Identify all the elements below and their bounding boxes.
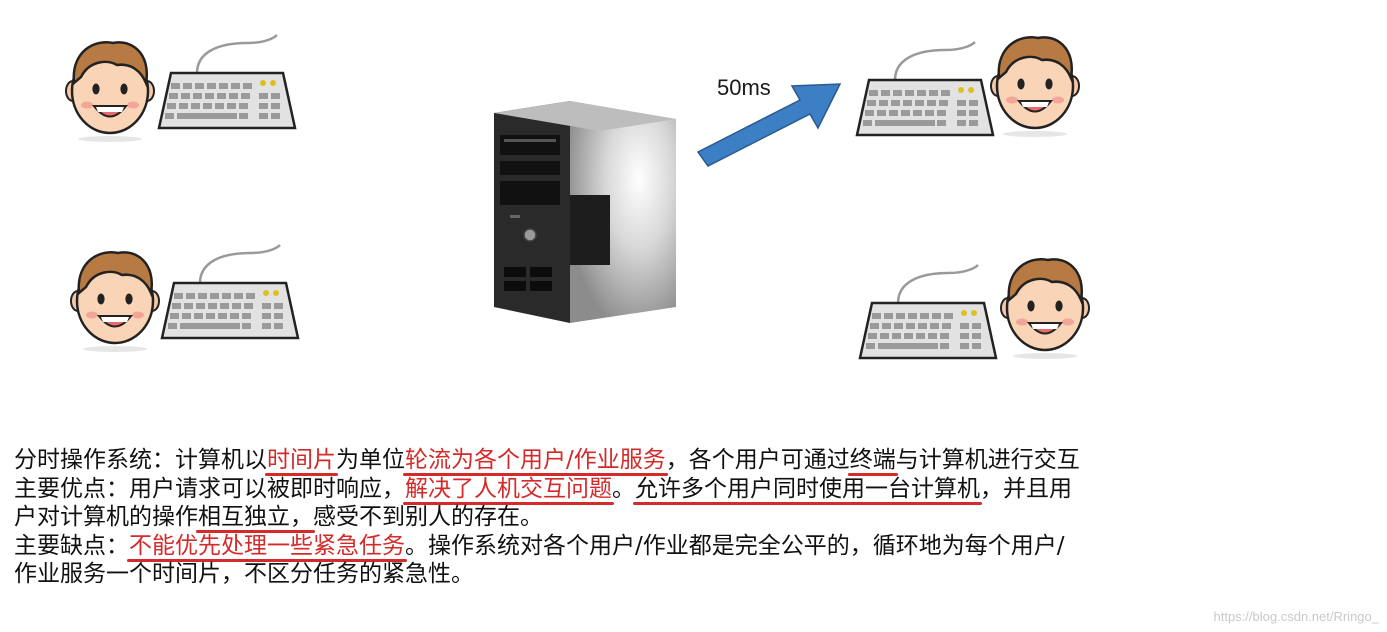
watermark: https://blog.csdn.net/Rringo_ [1213, 609, 1380, 624]
latency-label: 50ms [717, 75, 771, 100]
text-fragment: 主要缺点： [14, 532, 129, 559]
user-face-icon [65, 33, 155, 143]
text-fragment: 分时操作系统：计算机以 [14, 447, 267, 473]
keyboard-icon [160, 243, 300, 343]
user-face-icon [70, 243, 160, 353]
text-line-5: 作业服务一个时间片，不区分任务的紧急性。 [14, 560, 1387, 589]
text-line-2: 主要优点：用户请求可以被即时响应，解决了人机交互问题。允许多个用户同时使用一台计… [14, 475, 1387, 504]
text-fragment: 。 [612, 475, 635, 502]
user-face-icon [1000, 250, 1090, 360]
server-tower-icon [494, 101, 676, 323]
highlight-multi-user: 允许多个用户同时使用一台计算机 [635, 475, 980, 502]
text-fragment: 感受不到别人的存在。 [313, 504, 543, 530]
description-text: 分时操作系统：计算机以时间片为单位轮流为各个用户/作业服务，各个用户可通过终端与… [14, 446, 1387, 589]
text-fragment: 。操作系统对各个用户/作业都是完全公平的，循环地为每个用户/ [405, 532, 1065, 559]
arrow-icon [696, 83, 842, 167]
text-fragment: 户对计算机的操作 [14, 504, 198, 530]
text-line-4: 主要缺点：不能优先处理一些紧急任务。操作系统对各个用户/作业都是完全公平的，循环… [14, 532, 1387, 561]
text-line-3: 户对计算机的操作相互独立，感受不到别人的存在。 [14, 503, 1387, 532]
keyboard-icon [858, 263, 998, 363]
text-line-1: 分时操作系统：计算机以时间片为单位轮流为各个用户/作业服务，各个用户可通过终端与… [14, 446, 1387, 475]
highlight-terminal: 终端 [849, 447, 896, 473]
text-fragment: 为单位 [336, 447, 405, 473]
highlight-time-slice: 时间片 [267, 447, 336, 473]
text-fragment: 主要优点：用户请求可以被即时响应， [14, 475, 405, 502]
text-fragment: ，各个用户可通过 [665, 447, 850, 473]
highlight-round-robin: 轮流为各个用户/作业服务 [405, 447, 666, 473]
text-fragment: ，并且用 [980, 475, 1072, 502]
keyboard-icon [855, 40, 995, 140]
keyboard-icon [157, 33, 297, 133]
text-fragment: 与计算机进行交互 [895, 447, 1080, 473]
highlight-independent: 相互独立， [198, 504, 313, 530]
highlight-interaction: 解决了人机交互问题 [405, 475, 612, 502]
highlight-no-priority: 不能优先处理一些紧急任务 [129, 532, 405, 559]
text-fragment: 作业服务一个时间片，不区分任务的紧急性。 [14, 561, 474, 587]
user-face-icon [990, 28, 1080, 138]
